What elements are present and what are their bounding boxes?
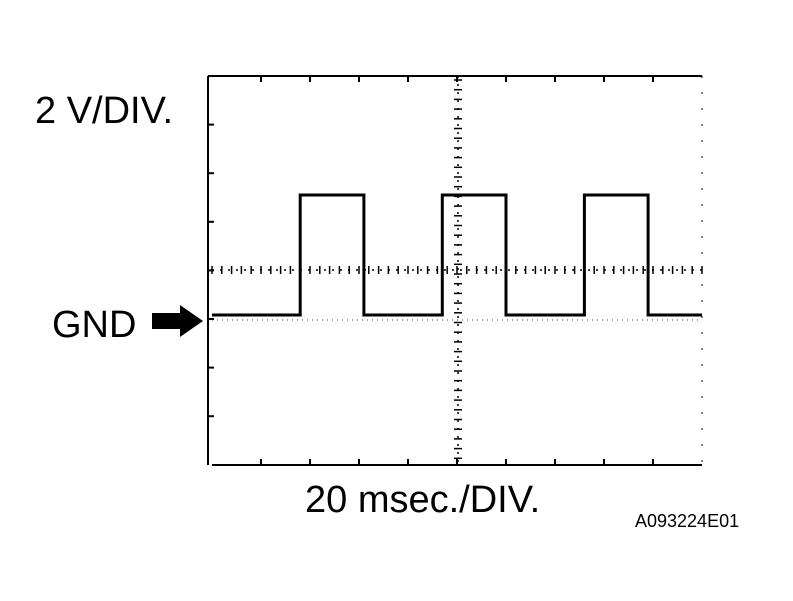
- graticule-ticks: [211, 79, 703, 460]
- voltage-scale-label: 2 V/DIV.: [35, 90, 174, 132]
- time-scale-label: 20 msec./DIV.: [305, 479, 541, 521]
- ground-arrow-icon: [152, 305, 203, 337]
- frame-ticks: [208, 76, 654, 465]
- signal-waveform: [212, 193, 702, 317]
- ground-label: GND: [52, 304, 137, 346]
- figure-code: A093224E01: [635, 511, 740, 531]
- graticule: [212, 76, 702, 465]
- screen-frame: [207, 75, 703, 466]
